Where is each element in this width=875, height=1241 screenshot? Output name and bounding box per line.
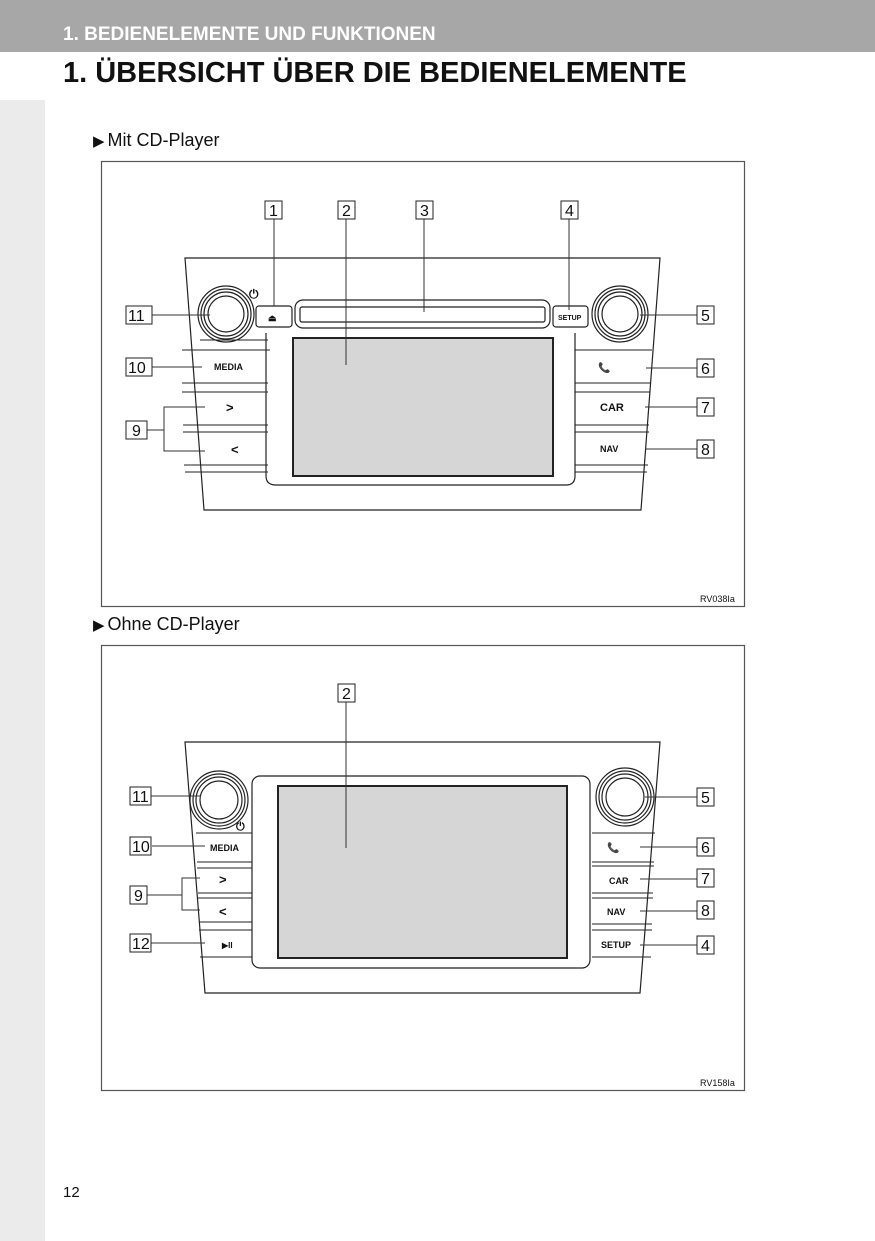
callout-12: 12 <box>132 936 150 953</box>
screen-bezel <box>265 333 576 486</box>
screen-bezel <box>251 775 591 969</box>
callout-4: 4 <box>701 938 710 955</box>
section-label: Ohne CD-Player <box>107 614 240 634</box>
figure-without-cd-player: ⏻ MEDIA > < ▶II 📞 CAR NAV SETUP 2 <box>100 644 746 1092</box>
power-icon: ⏻ <box>236 820 245 833</box>
tune-knob <box>591 285 649 343</box>
volume-knob <box>197 285 255 343</box>
callout-lines <box>147 219 697 452</box>
callout-8: 8 <box>701 903 710 920</box>
section-label: Mit CD-Player <box>107 130 220 150</box>
car-button-label: CAR <box>609 876 629 886</box>
callout-10: 10 <box>128 360 146 377</box>
volume-knob <box>189 770 249 830</box>
media-button-label: MEDIA <box>214 362 244 372</box>
chapter-title: 1. BEDIENELEMENTE UND FUNKTIONEN <box>63 24 436 45</box>
figure-with-cd-player: ⏻ ⏏ SETUP MEDIA > < 📞 CAR NAV <box>100 160 746 608</box>
callout-5: 5 <box>701 790 710 807</box>
callout-11: 11 <box>132 789 149 806</box>
section-heading-without-cd: ▶Ohne CD-Player <box>93 614 240 635</box>
cd-slot <box>299 306 546 323</box>
callout-9: 9 <box>132 423 141 440</box>
figure-code: RV158Ia <box>700 1078 735 1088</box>
callout-6: 6 <box>701 840 710 857</box>
triangle-marker-icon: ▶ <box>93 617 105 634</box>
figure-frame <box>100 160 746 608</box>
chapter-header: 1. BEDIENELEMENTE UND FUNKTIONEN <box>0 0 875 52</box>
margin-strip <box>0 100 45 1241</box>
cd-slot-frame <box>294 299 551 329</box>
prev-button-label: < <box>219 904 227 919</box>
callout-6: 6 <box>701 361 710 378</box>
callout-boxes <box>125 200 715 459</box>
callout-3: 3 <box>420 203 429 220</box>
callout-boxes <box>129 683 715 955</box>
callout-7: 7 <box>701 400 710 417</box>
play-pause-icon: ▶II <box>221 941 233 950</box>
next-button-label: > <box>226 400 234 415</box>
nav-button-label: NAV <box>600 444 618 454</box>
callout-2: 2 <box>342 686 351 703</box>
setup-label: SETUP <box>558 315 582 322</box>
nav-button-label: NAV <box>607 907 625 917</box>
callout-8: 8 <box>701 442 710 459</box>
eject-icon: ⏏ <box>268 313 277 323</box>
callout-4: 4 <box>565 203 574 220</box>
prev-button-label: < <box>231 442 239 457</box>
figure-code: RV038Ia <box>700 594 735 604</box>
page-number: 12 <box>63 1184 80 1201</box>
callout-1: 1 <box>269 203 278 220</box>
callout-9: 9 <box>134 888 143 905</box>
triangle-marker-icon: ▶ <box>93 133 105 150</box>
media-button-label: MEDIA <box>210 843 240 853</box>
car-button-label: CAR <box>600 402 624 414</box>
next-button-label: > <box>219 872 227 887</box>
button-rows <box>196 832 655 958</box>
touch-screen <box>292 337 554 477</box>
power-icon: ⏻ <box>249 287 259 301</box>
head-unit-panel <box>184 257 661 511</box>
callout-10: 10 <box>132 839 150 856</box>
figure-frame <box>100 644 746 1092</box>
touch-screen <box>277 785 568 959</box>
callout-11: 11 <box>128 308 145 325</box>
section-heading-with-cd: ▶Mit CD-Player <box>93 130 220 151</box>
callout-2: 2 <box>342 203 351 220</box>
callout-5: 5 <box>701 308 710 325</box>
callout-7: 7 <box>701 871 710 888</box>
head-unit-panel <box>184 741 661 994</box>
page-title: 1. ÜBERSICHT ÜBER DIE BEDIENELEMENTE <box>63 57 687 89</box>
setup-button <box>552 305 589 328</box>
left-button-column <box>182 339 652 473</box>
phone-icon: 📞 <box>607 841 620 854</box>
callout-lines <box>147 702 697 946</box>
setup-button-label: SETUP <box>601 940 631 950</box>
phone-icon: 📞 <box>598 361 611 374</box>
